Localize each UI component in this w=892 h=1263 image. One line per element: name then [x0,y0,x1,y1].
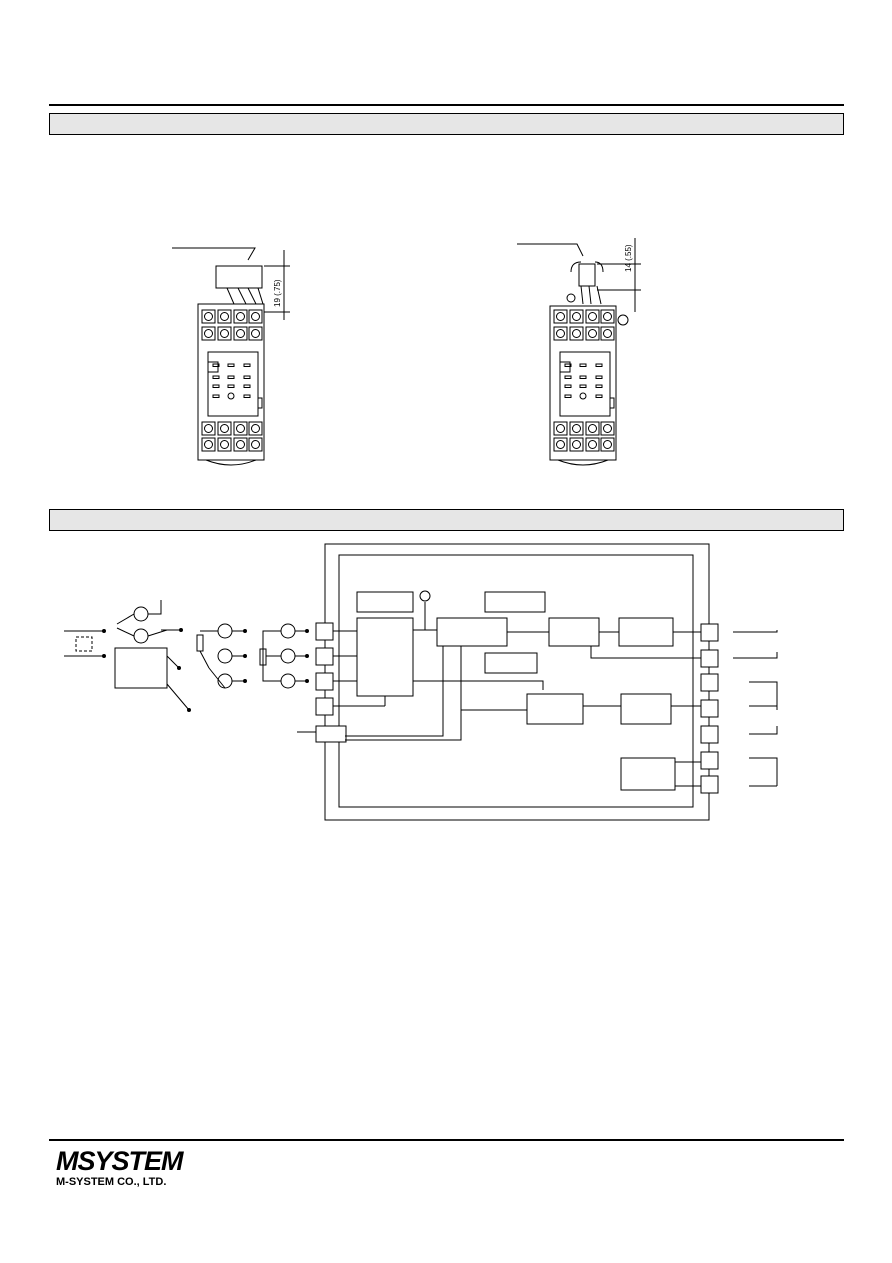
section-header-mounting [49,113,844,135]
top-rule [49,104,844,106]
logo-mark: MSYSTEM [56,1146,184,1176]
socket-drawing-right: 14 (.55) [517,238,641,466]
company-logo: MSYSTEM M-SYSTEM CO., LTD. [56,1146,184,1189]
socket-drawing-left: 19 (.75) [172,247,290,466]
dimension-label-left: 19 (.75) [273,279,282,307]
section-header-block-diagram [49,509,844,531]
dimension-label-right: 14 (.55) [624,244,633,272]
company-name: M-SYSTEM CO., LTD. [56,1176,167,1188]
block-diagram [64,543,778,821]
bottom-rule [49,1139,844,1141]
